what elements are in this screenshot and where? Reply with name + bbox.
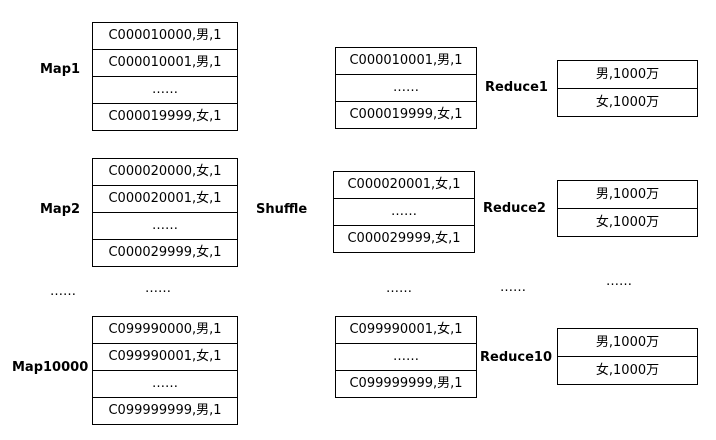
table-cell: 男,1000万	[557, 180, 698, 209]
table-row: 女,1000万	[557, 88, 698, 117]
table-cell: C000010001,男,1	[335, 47, 477, 75]
table-row: 女,1000万	[557, 356, 698, 385]
table-cell: C099990000,男,1	[92, 316, 238, 344]
reduce10-table: 男,1000万 女,1000万	[557, 328, 698, 385]
table-row: C000020000,女,1	[92, 158, 238, 186]
map-label-ellipsis: ……	[50, 284, 76, 299]
map1-table: C000010000,男,1 C000010001,男,1 …… C000019…	[92, 22, 238, 131]
table-cell: C000029999,女,1	[92, 239, 238, 267]
table-cell: 男,1000万	[557, 60, 698, 89]
table-row: C000020001,女,1	[333, 171, 475, 199]
map2-table: C000020000,女,1 C000020001,女,1 …… C000029…	[92, 158, 238, 267]
table-row: C000019999,女,1	[335, 101, 477, 129]
reduce1-label: Reduce1	[485, 80, 548, 95]
table-cell: ……	[92, 212, 238, 240]
table-row: C000020001,女,1	[92, 185, 238, 213]
map10000-table: C099990000,男,1 C099990001,女,1 …… C099999…	[92, 316, 238, 425]
table-cell: C099990001,女,1	[335, 316, 477, 344]
map2-label: Map2	[40, 202, 81, 217]
table-row: C099999999,男,1	[92, 397, 238, 425]
table-cell: C000020001,女,1	[92, 185, 238, 213]
shuffle-table-ellipsis: ……	[386, 281, 412, 296]
map-table-ellipsis: ……	[145, 281, 171, 296]
map10000-label: Map10000	[12, 360, 89, 375]
table-row: C000029999,女,1	[333, 225, 475, 253]
table-cell: C000019999,女,1	[335, 101, 477, 129]
reduce-label-ellipsis: ……	[500, 280, 526, 295]
shuffle10-table: C099990001,女,1 …… C099999999,男,1	[335, 316, 477, 398]
table-cell: ……	[92, 370, 238, 398]
table-row: 女,1000万	[557, 208, 698, 237]
table-row: C099999999,男,1	[335, 370, 477, 398]
table-cell: ……	[335, 343, 477, 371]
table-row: C000029999,女,1	[92, 239, 238, 267]
table-row: C099990001,女,1	[335, 316, 477, 344]
table-cell: C000010000,男,1	[92, 22, 238, 50]
reduce10-label: Reduce10	[480, 350, 553, 365]
table-cell: 女,1000万	[557, 208, 698, 237]
table-cell: ……	[333, 198, 475, 226]
table-row: 男,1000万	[557, 60, 698, 89]
table-cell: C000029999,女,1	[333, 225, 475, 253]
table-row: C000019999,女,1	[92, 103, 238, 131]
table-row: ……	[92, 370, 238, 398]
table-row: C000010001,男,1	[335, 47, 477, 75]
table-cell: C099999999,男,1	[335, 370, 477, 398]
table-cell: ……	[335, 74, 477, 102]
table-row: ……	[335, 343, 477, 371]
table-cell: C000020001,女,1	[333, 171, 475, 199]
table-cell: C000010001,男,1	[92, 49, 238, 77]
table-row: C099990000,男,1	[92, 316, 238, 344]
reduce-table-ellipsis: ……	[606, 274, 632, 289]
table-row: 男,1000万	[557, 328, 698, 357]
table-cell: 男,1000万	[557, 328, 698, 357]
table-cell: 女,1000万	[557, 88, 698, 117]
table-row: C099990001,女,1	[92, 343, 238, 371]
map1-label: Map1	[40, 62, 81, 77]
reduce2-table: 男,1000万 女,1000万	[557, 180, 698, 237]
table-cell: C000020000,女,1	[92, 158, 238, 186]
shuffle-label: Shuffle	[256, 202, 308, 217]
table-row: C000010000,男,1	[92, 22, 238, 50]
shuffle2-table: C000020001,女,1 …… C000029999,女,1	[333, 171, 475, 253]
table-cell: C099999999,男,1	[92, 397, 238, 425]
reduce1-table: 男,1000万 女,1000万	[557, 60, 698, 117]
table-row: ……	[335, 74, 477, 102]
shuffle1-table: C000010001,男,1 …… C000019999,女,1	[335, 47, 477, 129]
table-cell: C099990001,女,1	[92, 343, 238, 371]
table-cell: 女,1000万	[557, 356, 698, 385]
table-cell: ……	[92, 76, 238, 104]
table-row: ……	[333, 198, 475, 226]
table-row: ……	[92, 212, 238, 240]
table-row: ……	[92, 76, 238, 104]
table-row: 男,1000万	[557, 180, 698, 209]
table-cell: C000019999,女,1	[92, 103, 238, 131]
table-row: C000010001,男,1	[92, 49, 238, 77]
reduce2-label: Reduce2	[483, 201, 546, 216]
